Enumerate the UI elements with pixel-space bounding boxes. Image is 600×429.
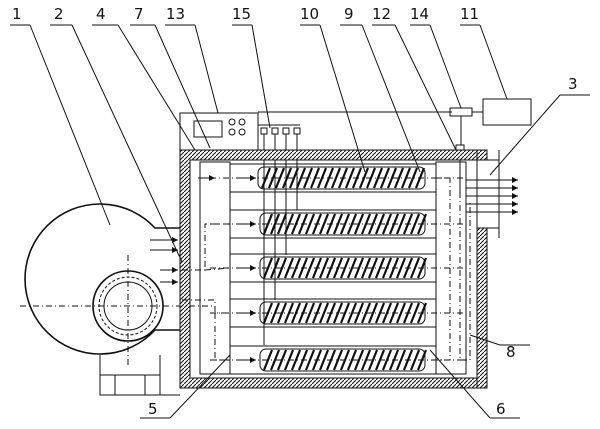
- label-4: 4: [96, 5, 106, 23]
- sensor-array: [260, 127, 301, 345]
- flow-arrows: [150, 175, 518, 285]
- label-14: 14: [410, 5, 429, 23]
- label-1: 1: [12, 5, 22, 23]
- label-9: 9: [344, 5, 354, 23]
- heat-tube-row: [210, 163, 466, 193]
- control-panel-icon: [179, 111, 452, 151]
- leader-lines: [10, 24, 590, 419]
- label-3: 3: [568, 75, 578, 93]
- heat-tube-row: [210, 253, 466, 283]
- label-13: 13: [166, 5, 185, 23]
- label-12: 12: [372, 5, 391, 23]
- label-2: 2: [54, 5, 64, 23]
- heat-tube-row: [210, 209, 466, 239]
- label-8: 8: [506, 343, 516, 361]
- centrifugal-fan-icon: [20, 203, 215, 396]
- heat-tube-row: [210, 298, 466, 328]
- callout-labels: 1 2 4 7 13 15 10 9 12 14 11 3 8 5 6: [12, 5, 578, 418]
- label-15: 15: [232, 5, 251, 23]
- label-6: 6: [496, 400, 506, 418]
- label-5: 5: [148, 400, 158, 418]
- return-path: [436, 177, 471, 361]
- heat-tube-row: [210, 345, 466, 375]
- label-10: 10: [300, 5, 319, 23]
- label-7: 7: [134, 5, 144, 23]
- housing: [179, 149, 500, 389]
- label-11: 11: [460, 5, 479, 23]
- heat-tube-rows: [182, 163, 471, 375]
